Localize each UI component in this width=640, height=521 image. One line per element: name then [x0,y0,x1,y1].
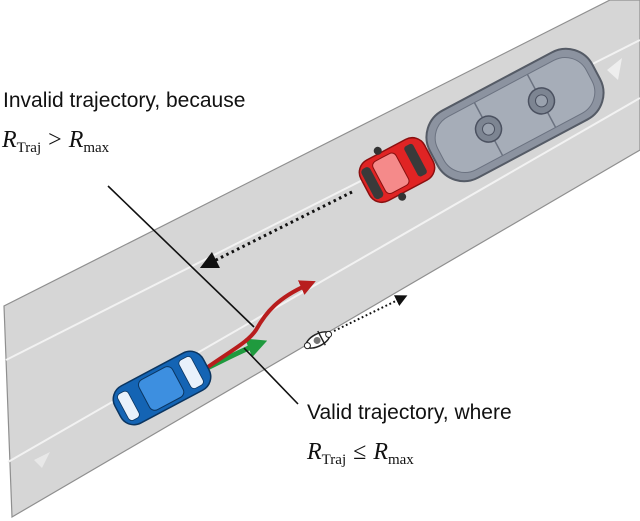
red-car-motion-arrow [199,190,353,269]
tanker-trailer-icon [425,47,605,183]
invalid-trajectory-caption: Invalid trajectory, because [3,89,246,112]
invalid-condition: RTraj>Rmax [2,128,109,156]
invalid-leader-line [107,185,255,328]
valid-operator: ≤ [353,439,367,465]
invalid-lhs-subscript: Traj [16,140,42,156]
invalid-lhs-symbol: R [2,127,17,153]
lane-direction-arrow-icon [607,58,622,80]
invalid-rhs-symbol: R [68,127,84,153]
cyclist-motion-arrow [333,295,408,332]
cyclist-icon [303,330,333,350]
valid-leader-line [243,347,299,405]
valid-rhs-subscript: max [387,452,414,468]
valid-trajectory-caption: Valid trajectory, where [307,401,512,424]
ego-car-icon [112,350,212,426]
invalid-trajectory [203,280,316,371]
valid-condition: RTraj≤Rmax [307,440,414,468]
valid-lhs-symbol: R [307,439,322,465]
oncoming-red-car-icon [358,136,436,204]
valid-lhs-subscript: Traj [321,452,347,468]
invalid-rhs-subscript: max [83,140,110,156]
invalid-operator: > [48,127,62,153]
lane-direction-arrow-icon [34,452,50,468]
valid-rhs-symbol: R [373,439,388,465]
